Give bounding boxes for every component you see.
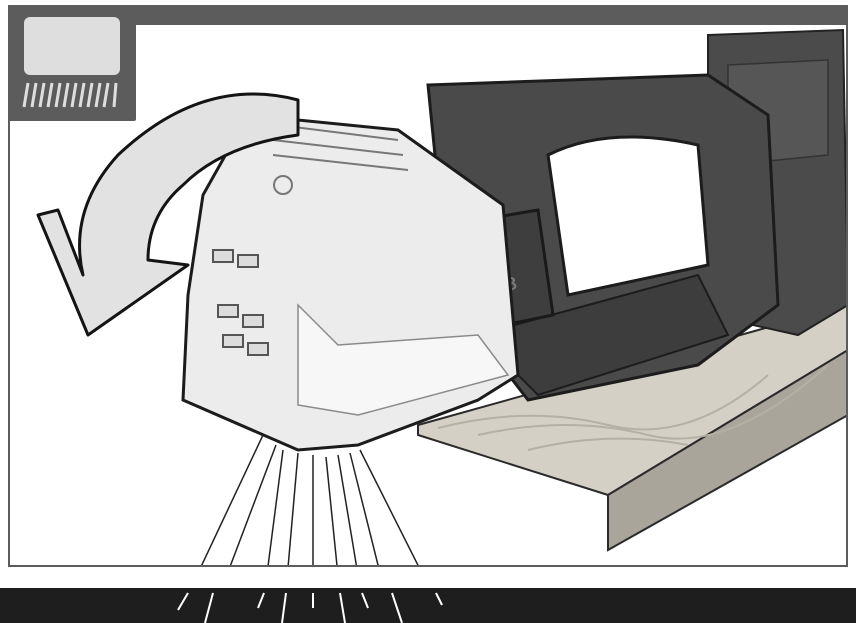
tool-illustration: M18 — [36, 28, 848, 567]
rotation-arrow — [36, 92, 300, 337]
brush-icon-badge — [8, 5, 136, 121]
wood-board — [417, 303, 848, 552]
frame-top-band — [8, 5, 848, 25]
brush-head-icon — [24, 17, 120, 75]
bottom-band — [0, 588, 856, 623]
frame-border — [8, 5, 848, 567]
brush-head — [181, 113, 520, 452]
illustration-frame: M18 — [8, 5, 848, 567]
bristles-icon — [22, 82, 118, 108]
bristle-rays — [200, 434, 420, 567]
